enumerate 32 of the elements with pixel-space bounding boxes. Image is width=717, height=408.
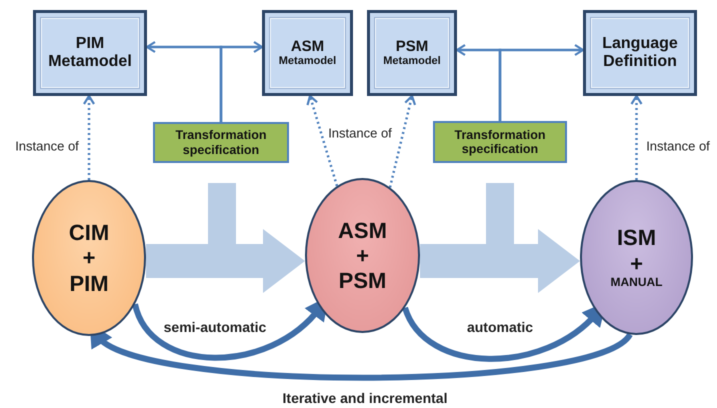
edge-label: Instance of: [326, 126, 394, 140]
dotted-arrow: [630, 94, 643, 180]
dotted-arrow: [82, 94, 96, 180]
metamodel-box: [583, 10, 697, 96]
metamodel-box: [33, 10, 147, 96]
dotted-arrow: [306, 94, 338, 186]
edge-label: semi-automatic: [162, 319, 268, 335]
node-title: Language Definition: [601, 34, 679, 72]
dotted-arrow: [388, 94, 416, 188]
node-subtitle: Metamodel: [278, 55, 336, 68]
arrow: [498, 44, 584, 121]
edge-label: automatic: [464, 319, 536, 335]
node-title: ASM + PSM: [338, 218, 388, 294]
node-title: ISM +: [616, 225, 658, 276]
node-title: Transformation specification: [454, 128, 546, 156]
node-subtitle: Metamodel: [383, 55, 441, 68]
node-title: PIM Metamodel: [47, 34, 133, 72]
block-arrow: [420, 229, 580, 293]
metamodel-box: [367, 10, 457, 96]
node-title: ASM: [290, 38, 324, 56]
node-subtitle: MANUAL: [610, 276, 662, 290]
edge-label: Iterative and incremental: [280, 390, 450, 406]
node-title: PSM: [396, 38, 428, 56]
block-arrow: [146, 229, 305, 293]
edge-label: Instance of: [13, 138, 81, 154]
node-title: CIM + PIM: [68, 220, 110, 296]
transformation-box: [433, 121, 567, 163]
transformation-box: [153, 122, 289, 163]
arrow: [220, 40, 264, 122]
edge-label: Instance of: [644, 138, 712, 154]
node-title: Transformation specification: [174, 128, 268, 157]
metamodel-box: [262, 10, 353, 96]
